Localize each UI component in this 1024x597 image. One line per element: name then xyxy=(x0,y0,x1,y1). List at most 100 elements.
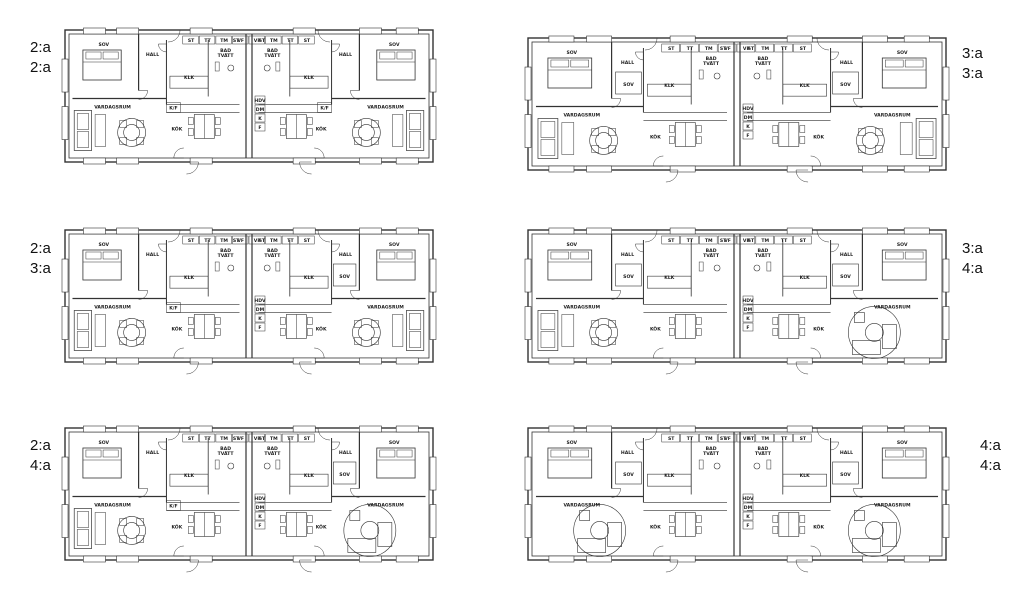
closet-label: KLK xyxy=(304,75,314,81)
chair-icon xyxy=(371,337,379,345)
core-label: ST xyxy=(188,238,195,244)
chair-icon xyxy=(858,145,866,153)
closet-box xyxy=(169,275,209,289)
chair-icon xyxy=(136,337,144,345)
core-cell xyxy=(736,235,756,245)
core-cell xyxy=(736,43,756,53)
coffee-table-icon xyxy=(392,114,404,147)
core-cell xyxy=(742,511,754,521)
window xyxy=(586,165,612,173)
chair-icon xyxy=(119,137,127,145)
core-cell xyxy=(774,43,793,53)
living-room-label: VARDAGSRUM xyxy=(874,112,911,118)
window xyxy=(359,157,382,165)
sofa-cushion-icon xyxy=(918,139,934,156)
door-swing xyxy=(350,290,360,300)
window xyxy=(862,357,888,365)
balcony-door-swing xyxy=(816,229,829,243)
kitchen-label: KÖK xyxy=(650,325,661,332)
sink-icon xyxy=(214,459,220,470)
window xyxy=(786,357,813,365)
chair-icon xyxy=(188,117,194,125)
outer-wall xyxy=(64,427,434,561)
window xyxy=(83,157,106,165)
armchair-icon xyxy=(349,510,361,521)
window xyxy=(548,425,575,433)
storage-label: ST xyxy=(720,238,727,244)
core-cell xyxy=(755,43,774,53)
chair-icon xyxy=(371,320,379,328)
core-cell xyxy=(717,433,737,443)
chair-icon xyxy=(799,317,806,325)
balcony-door-swing xyxy=(645,427,658,441)
laundry-label: TVÄTT xyxy=(703,252,720,259)
armchair-icon xyxy=(607,522,622,547)
chair-icon xyxy=(307,117,313,125)
round-table-icon xyxy=(117,516,146,545)
core-cell xyxy=(742,103,754,113)
wardrobe-box xyxy=(615,71,642,95)
fridge-box xyxy=(166,302,181,313)
core-label: TT xyxy=(687,436,694,442)
core-label: F xyxy=(258,523,261,529)
sofa-cushion-icon xyxy=(409,131,422,148)
closet-label: KLK xyxy=(184,75,194,81)
sink-icon xyxy=(214,261,220,272)
door-swing xyxy=(635,51,644,61)
unit-type-label: 4:a xyxy=(980,457,1002,474)
bedroom-label: SOV xyxy=(566,242,577,248)
window xyxy=(669,357,696,365)
storage-label: ST xyxy=(748,436,755,442)
closet-box xyxy=(647,275,692,289)
window xyxy=(83,555,106,563)
core-cell xyxy=(699,433,718,443)
bed-icon xyxy=(82,249,122,281)
pillow-icon xyxy=(379,251,396,260)
hall-label: HALL xyxy=(146,52,159,58)
pillow-icon xyxy=(885,449,904,458)
entry-door-swing xyxy=(795,361,809,375)
chair-icon xyxy=(591,128,599,136)
kitchen-label: KÖK xyxy=(316,325,327,332)
core-cell xyxy=(254,493,266,503)
entry-door-swing xyxy=(795,559,809,573)
hall-label: HALL xyxy=(146,450,159,456)
chair-icon xyxy=(669,515,675,523)
hall-label: HALL xyxy=(621,60,634,66)
fridge-box xyxy=(317,102,332,113)
chair-icon xyxy=(354,137,362,145)
core-label: DM xyxy=(256,307,265,313)
laundry-label: TVÄTT xyxy=(264,52,281,59)
chair-icon xyxy=(696,515,702,523)
sofa-cushion-icon xyxy=(76,313,89,330)
entry-door-swing xyxy=(653,545,664,557)
hall-label: HALL xyxy=(146,252,159,258)
window xyxy=(429,258,437,293)
pillow-icon xyxy=(904,251,924,260)
core-label: K xyxy=(258,514,262,520)
core-label: TT xyxy=(287,436,294,442)
core-cell xyxy=(793,433,812,443)
entry-door-swing xyxy=(795,169,809,183)
unit-type-label-p2: 3:a3:a xyxy=(962,45,984,82)
core-cell xyxy=(742,121,754,131)
coffee-table-icon xyxy=(392,314,404,347)
bath-label: BAD xyxy=(267,446,278,452)
fridge-freezer-label: K/F xyxy=(169,503,177,509)
armchair-icon xyxy=(882,522,897,547)
window xyxy=(669,425,696,433)
pillow-icon xyxy=(396,251,413,260)
balcony-door-swing xyxy=(168,427,181,441)
window xyxy=(586,555,612,563)
bedroom-2-label: SOV xyxy=(840,472,851,478)
window xyxy=(429,58,437,93)
chair-icon xyxy=(280,328,286,336)
hall-label: HALL xyxy=(840,450,853,456)
living-room-label: VARDAGSRUM xyxy=(94,104,131,110)
core-label: TM xyxy=(220,238,228,244)
closet-box xyxy=(169,473,209,487)
unit-type-label: 2:a xyxy=(30,240,52,257)
entry-door-swing xyxy=(186,559,199,573)
door-swing xyxy=(158,43,167,53)
